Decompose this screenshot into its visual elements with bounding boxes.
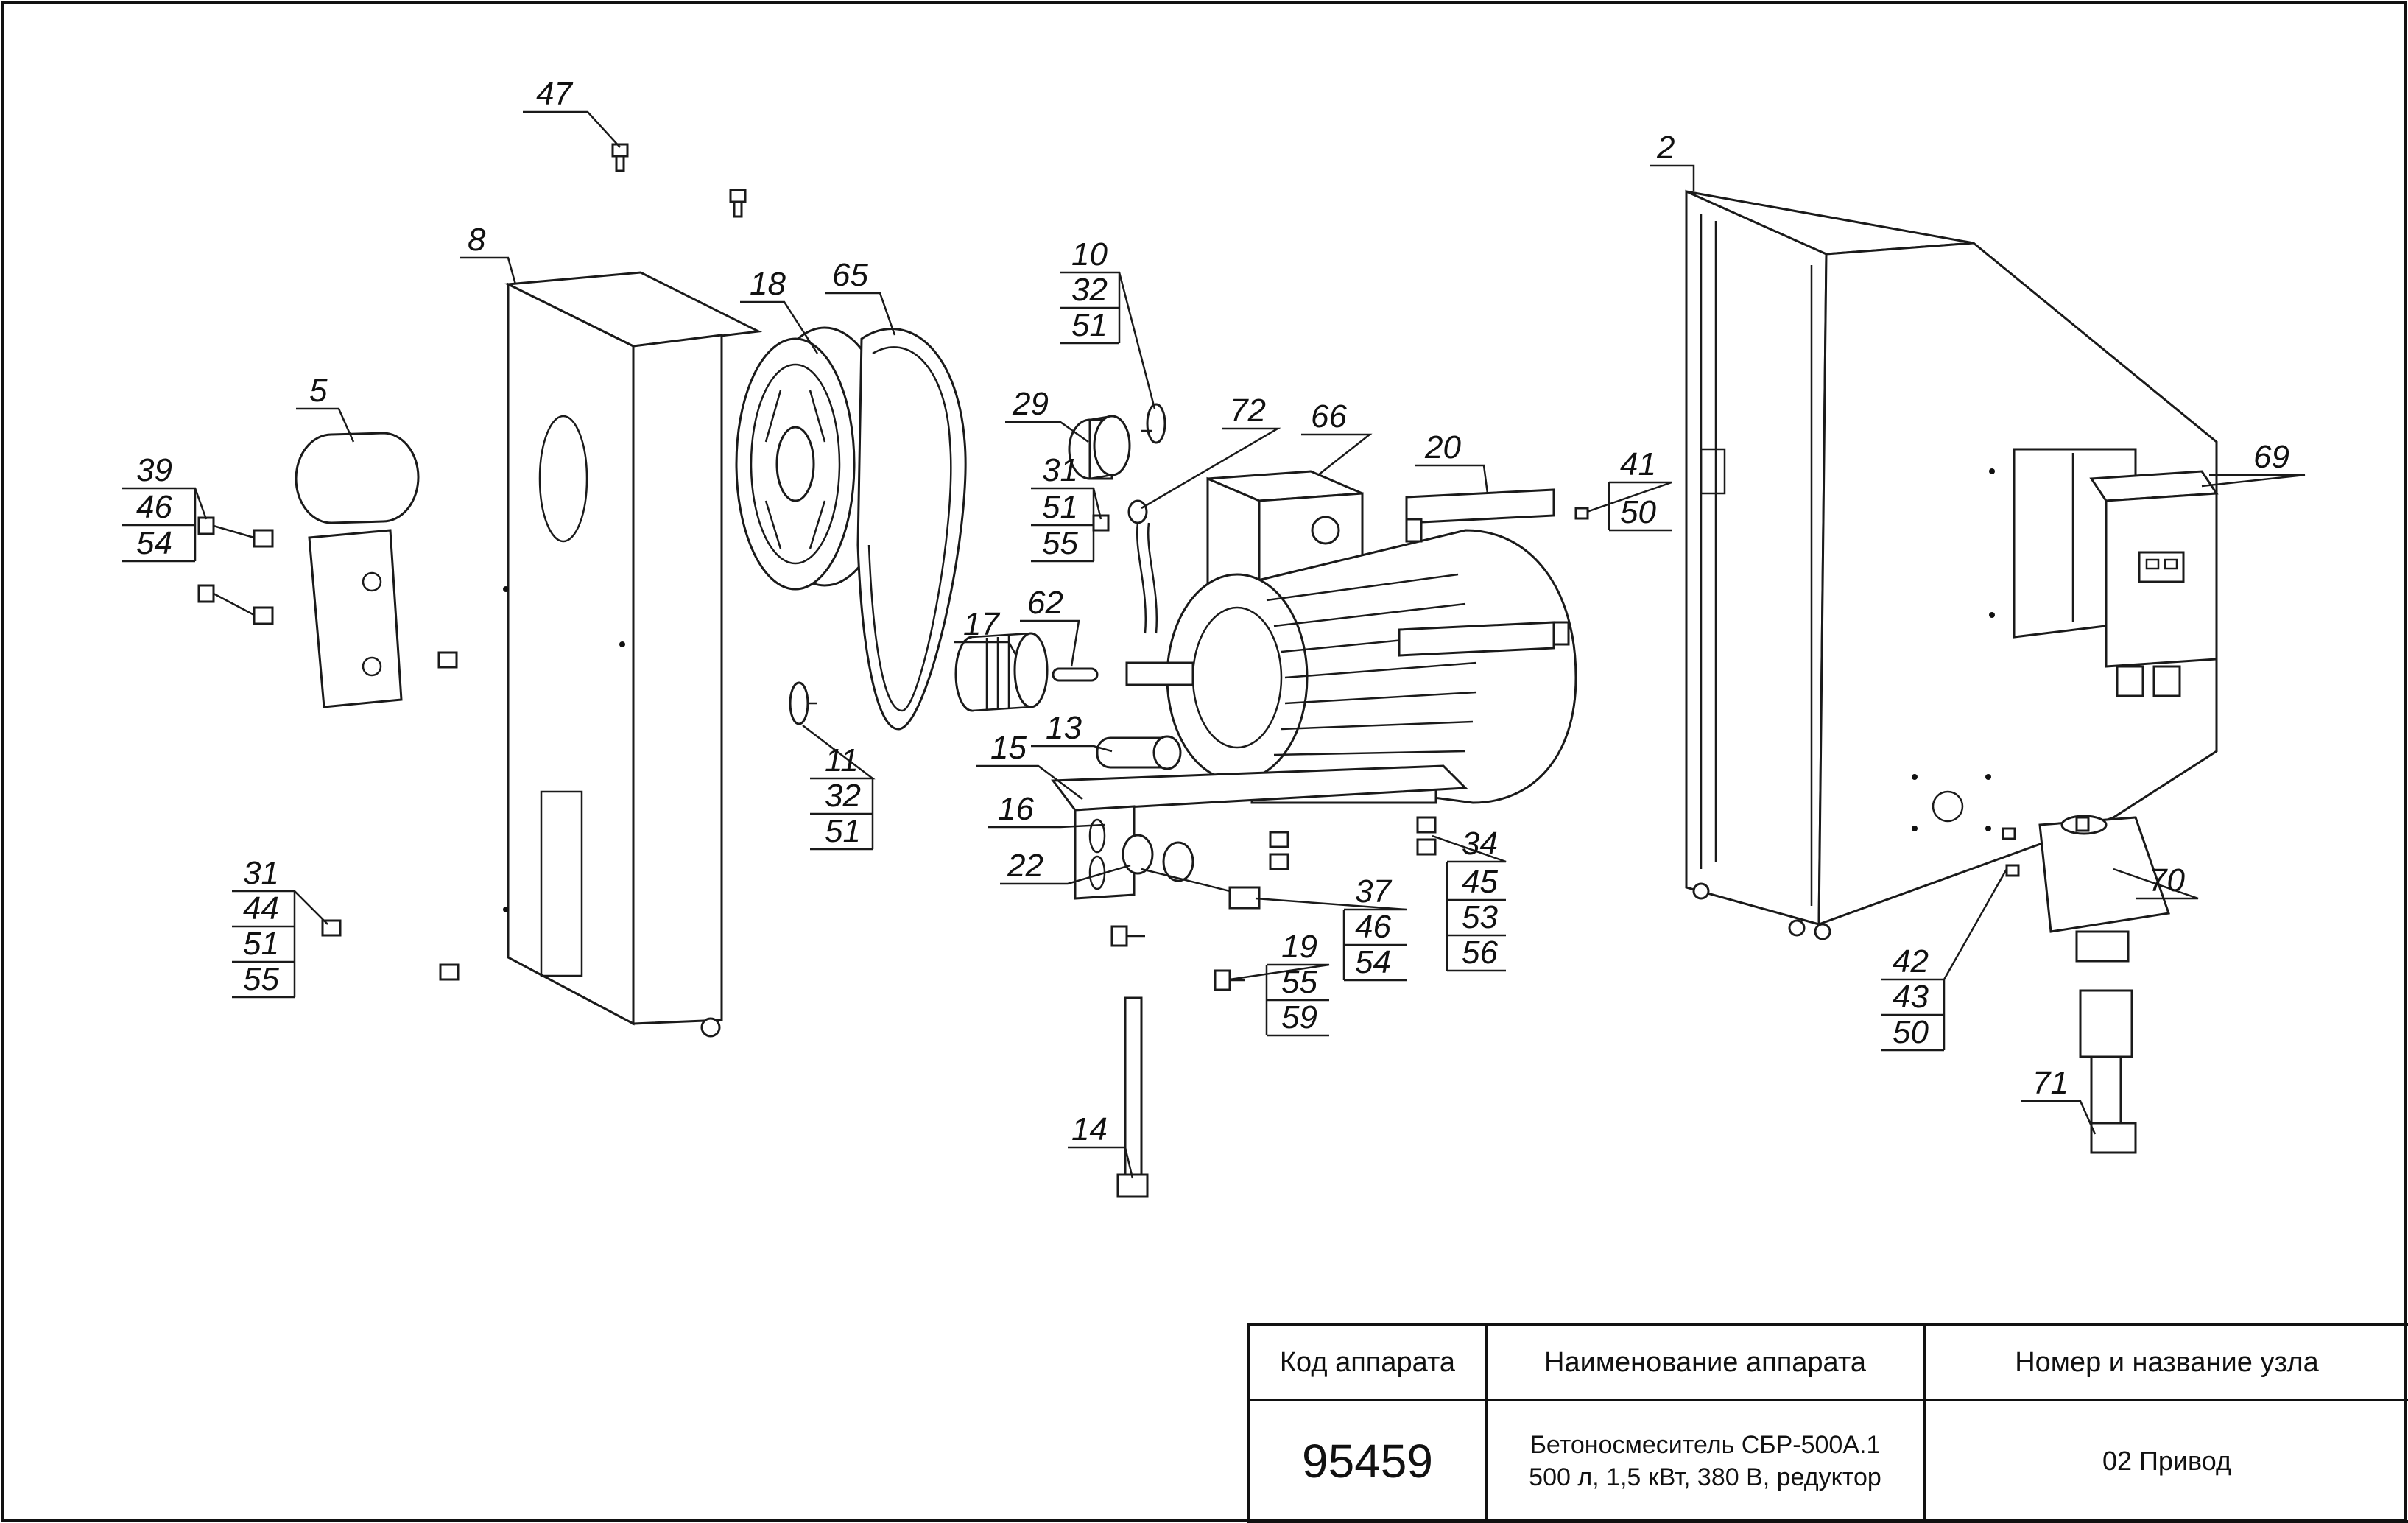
callout-55: 55 (243, 961, 279, 997)
callout-45: 45 (1462, 864, 1498, 900)
callout-51: 51 (243, 926, 279, 962)
callout-72: 72 (1230, 393, 1266, 429)
chain-72 (1127, 499, 1158, 634)
callout-37: 37 (1355, 873, 1392, 910)
callout-42: 42 (1893, 943, 1929, 979)
callout-47: 47 (536, 76, 573, 112)
coupling-17 (954, 632, 1049, 712)
callout-54: 54 (136, 525, 172, 561)
title-block-table: Код аппарата Наименование аппарата Номер… (1247, 1323, 2408, 1523)
callout-15: 15 (990, 730, 1027, 766)
callout-41: 41 (1620, 446, 1656, 482)
callout-55: 55 (1281, 964, 1317, 1000)
shaft-13 (1096, 735, 1182, 770)
callout-32: 32 (825, 778, 861, 814)
socket-70 (2038, 815, 2171, 963)
apparatus-code: 95459 (1247, 1399, 1488, 1523)
washer-10 (1141, 403, 1166, 444)
callout-46: 46 (136, 489, 172, 525)
callout-32: 32 (1071, 272, 1108, 308)
bushing-29 (1068, 415, 1131, 480)
callout-29: 29 (1012, 386, 1049, 422)
screw-42 (2005, 864, 2020, 877)
callout-8: 8 (468, 222, 486, 258)
bracket-20 (1398, 488, 1570, 657)
rod-14 (1116, 996, 1149, 1198)
callout-59: 59 (1281, 999, 1317, 1035)
callout-56: 56 (1462, 935, 1498, 971)
belt-guard-cover-8 (503, 271, 763, 1038)
switch-box-69 (2089, 470, 2219, 697)
callout-14: 14 (1071, 1111, 1108, 1147)
callout-10: 10 (1071, 236, 1108, 272)
callout-44: 44 (243, 890, 279, 926)
apparatus-name: Бетоносмеситель СБР-500А.1 500 л, 1,5 кВ… (1485, 1399, 1926, 1523)
callout-39: 39 (136, 452, 172, 488)
bolt-19 (1110, 925, 1245, 991)
callout-50: 50 (1620, 494, 1656, 530)
plug-71 (2079, 989, 2137, 1154)
apparatus-name-line2: 500 л, 1,5 кВт, 380 В, редуктор (1529, 1463, 1881, 1491)
motor-base-plate-15 (1051, 764, 1468, 900)
bolt-34 (1269, 816, 1437, 870)
tension-bolt-37 (1122, 834, 1261, 910)
screw-47 (611, 143, 747, 218)
callout-16: 16 (998, 791, 1034, 827)
header-node: Номер и название узла (1923, 1323, 2408, 1401)
callout-54: 54 (1355, 944, 1391, 980)
screw-41 (1574, 507, 1589, 520)
callout-43: 43 (1893, 979, 1929, 1015)
callout-62: 62 (1027, 585, 1063, 621)
callout-11: 11 (825, 742, 859, 778)
callout-31: 31 (1042, 452, 1078, 488)
callout-66: 66 (1311, 398, 1347, 435)
callout-19: 19 (1281, 929, 1317, 965)
callout-labels: 47 8 18 65 5 39 46 54 10 32 51 29 72 66 … (136, 76, 2289, 1147)
callout-18: 18 (750, 266, 786, 302)
header-code: Код аппарата (1247, 1323, 1488, 1401)
callout-31: 31 (243, 855, 279, 891)
callout-71: 71 (2032, 1065, 2069, 1101)
apparatus-name-line1: Бетоносмеситель СБР-500А.1 (1529, 1430, 1881, 1459)
callout-55: 55 (1042, 525, 1078, 561)
callout-69: 69 (2253, 439, 2289, 475)
callout-50: 50 (1893, 1014, 1929, 1050)
callout-2: 2 (1656, 130, 1675, 166)
node-name: 02 Привод (1923, 1399, 2408, 1523)
callout-53: 53 (1462, 899, 1498, 935)
callout-17: 17 (963, 606, 1000, 642)
v-belt-65 (856, 328, 967, 731)
callout-51: 51 (825, 813, 861, 849)
key-62 (1052, 667, 1099, 682)
title-block: Код аппарата Наименование аппарата Номер… (1247, 1323, 2408, 1523)
bolt-39 (197, 516, 274, 625)
callout-13: 13 (1046, 710, 1082, 746)
callout-20: 20 (1424, 429, 1461, 465)
callout-65: 65 (832, 257, 868, 293)
header-name: Наименование аппарата (1485, 1323, 1926, 1401)
callout-22: 22 (1007, 848, 1043, 884)
callout-34: 34 (1462, 826, 1498, 862)
screw-42 (2002, 827, 2016, 840)
washer-11 (789, 681, 817, 725)
callout-5: 5 (309, 373, 328, 409)
leader-lines (122, 110, 2306, 1179)
callout-51: 51 (1042, 489, 1078, 525)
callout-51: 51 (1071, 307, 1108, 343)
callout-70: 70 (2149, 862, 2185, 898)
bracket-5 (295, 432, 420, 708)
callout-46: 46 (1355, 909, 1391, 945)
